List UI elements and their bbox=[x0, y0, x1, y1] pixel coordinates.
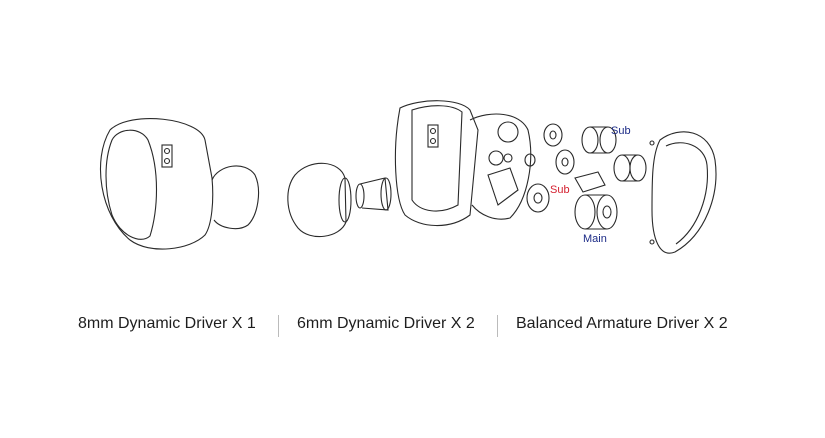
nozzle bbox=[355, 177, 392, 211]
spec-divider bbox=[278, 315, 279, 337]
ear-tip bbox=[287, 162, 352, 238]
faceplate bbox=[649, 131, 717, 254]
driver-components bbox=[524, 123, 647, 230]
main-driver-label: Main bbox=[583, 233, 607, 245]
spec-balanced-armature-driver: Balanced Armature Driver X 2 bbox=[516, 315, 728, 332]
spec-6mm-dynamic-driver: 6mm Dynamic Driver X 2 bbox=[297, 315, 475, 332]
ear-tip-attached bbox=[211, 165, 260, 230]
spec-8mm-dynamic-driver: 8mm Dynamic Driver X 1 bbox=[78, 315, 256, 332]
assembled-earphone-shell bbox=[99, 118, 214, 250]
sub-driver-label-left: Sub bbox=[550, 184, 570, 196]
sub-driver-label-top: Sub bbox=[611, 125, 631, 137]
inner-housing bbox=[394, 100, 532, 227]
spec-divider bbox=[497, 315, 498, 337]
